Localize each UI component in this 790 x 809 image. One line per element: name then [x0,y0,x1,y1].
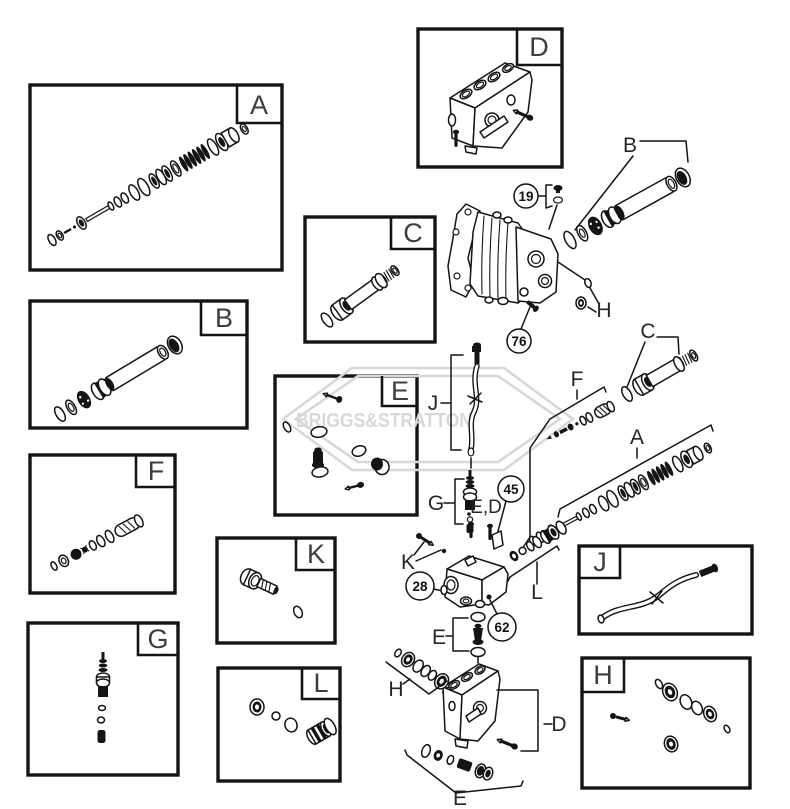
svg-text:45: 45 [503,482,519,497]
section-k-label: K [307,539,325,569]
callout-19: 19 [513,183,564,230]
seals-h-label: H [388,678,403,701]
fitting-g-label: G [428,492,444,515]
section-c-label: C [403,218,423,248]
group-a-parts [528,442,713,547]
group-f-parts [546,400,616,440]
group-l-parts [509,520,567,562]
tube-c-assembly [620,349,699,402]
pump-h-label: H [596,299,611,322]
section-g-label: G [147,624,168,654]
section-box-e [273,374,419,517]
tube-b-label: B [623,134,637,157]
box-f-parts [50,514,144,571]
section-l-label: L [313,668,328,698]
svg-text:62: 62 [494,620,509,635]
svg-text:28: 28 [412,579,428,594]
bolts-k-group: K [401,533,447,574]
section-box-c [303,215,437,344]
hose-j-assembly: J [428,342,483,469]
manifold-d-label-group: D [496,689,567,752]
tube-b-label-group: B [574,134,689,231]
section-a-label: A [250,90,268,120]
section-box-g [26,621,180,777]
section-e-label: E [391,376,409,406]
callout-45: 45 [491,475,525,550]
briggs-stratton-watermark: BRIGGS&STRATTON [280,366,576,472]
section-d-label: D [529,32,549,62]
svg-text:76: 76 [511,334,527,349]
section-tabs: A B C D E F G K L J H [134,29,626,701]
box-e-parts [282,392,390,491]
box-j-hose [597,563,719,624]
pump-h-seals: H [557,261,612,322]
callout-62: 62 [487,599,517,642]
kit-e-label: E [453,787,467,809]
bottom-manifold [442,663,518,750]
section-f-label: F [148,456,165,486]
hose-j-label: J [428,392,439,415]
section-b-label: B [215,303,233,333]
ed-label-group: E,D [470,497,502,540]
bolts-k-label: K [401,551,415,574]
ed-label: E,D [470,497,502,518]
section-boxes [26,27,754,790]
group-l-label: L [531,581,543,604]
section-box-k [215,536,337,645]
section-box-h [580,656,752,790]
box-h-parts [610,678,731,753]
group-a-label: A [630,426,644,449]
group-f-label-group: F [521,368,607,550]
callout-76: 76 [506,300,539,354]
box-l-parts [249,698,337,745]
pump-assembly [447,203,559,306]
tube-b-assembly [563,167,692,250]
mid-manifold [440,521,509,609]
section-h-label: H [593,660,613,690]
box-a-parts [47,123,249,247]
valve-e-group: E [432,611,486,664]
group-l-label-group: L [507,545,560,604]
group-a-label-group: A [557,424,714,518]
seals-h-group: H [385,648,450,701]
manifold-d-label: D [551,713,566,736]
box-d-manifold [447,62,534,155]
watermark-text: BRIGGS&STRATTON [296,410,472,432]
tube-c-label-group: C [626,320,680,388]
kit-e-group: E [404,743,524,809]
box-g-parts [95,652,111,743]
callout-28: 28 [405,571,452,601]
valve-e-label: E [432,626,446,649]
group-f-label: F [571,368,584,391]
svg-text:19: 19 [518,189,533,204]
box-b-parts [53,335,184,422]
box-c-parts [320,265,400,328]
section-j-label: J [593,547,607,577]
box-k-parts [239,568,304,619]
tube-c-label: C [640,320,655,343]
